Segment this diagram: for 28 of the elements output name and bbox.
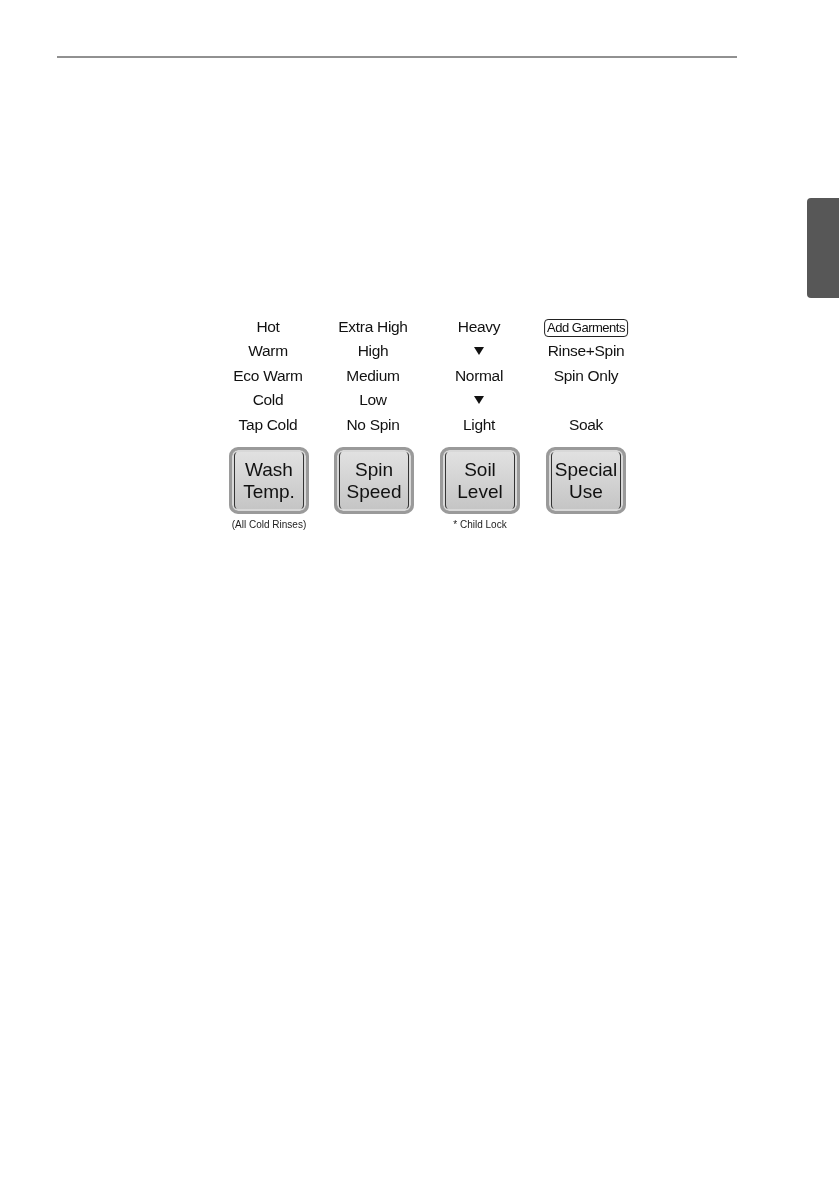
option-label: Cold (251, 390, 285, 410)
button-label: Wash Temp. (242, 458, 296, 503)
button-label: Soil Level (456, 458, 504, 503)
option-label: Heavy (456, 317, 502, 337)
option-label: High (356, 341, 390, 361)
button-caption: (All Cold Rinses) (230, 519, 308, 530)
option-label: No Spin (345, 415, 401, 435)
option-label: Rinse+Spin (546, 341, 626, 361)
option-label: Eco Warm (232, 366, 304, 386)
option-label: Normal (453, 366, 505, 386)
control-button (440, 447, 520, 514)
option-label: Warm (247, 341, 289, 361)
side-tab (807, 198, 839, 298)
option-label: Spin Only (552, 366, 620, 386)
option-tag: Add Garments (544, 319, 628, 337)
option-label: Hot (255, 317, 281, 337)
button-label: Spin Speed (345, 458, 403, 503)
option-label: Low (358, 390, 388, 410)
control-button (546, 447, 626, 514)
option-label: Tap Cold (237, 415, 299, 435)
option-label: Soak (567, 415, 605, 435)
button-label: Special Use (553, 458, 619, 503)
control-button (334, 447, 414, 514)
option-label: Light (461, 415, 497, 435)
option-label: Extra High (337, 317, 409, 337)
option-label: Medium (345, 366, 401, 386)
button-caption: * Child Lock (452, 519, 508, 530)
control-button (229, 447, 309, 514)
